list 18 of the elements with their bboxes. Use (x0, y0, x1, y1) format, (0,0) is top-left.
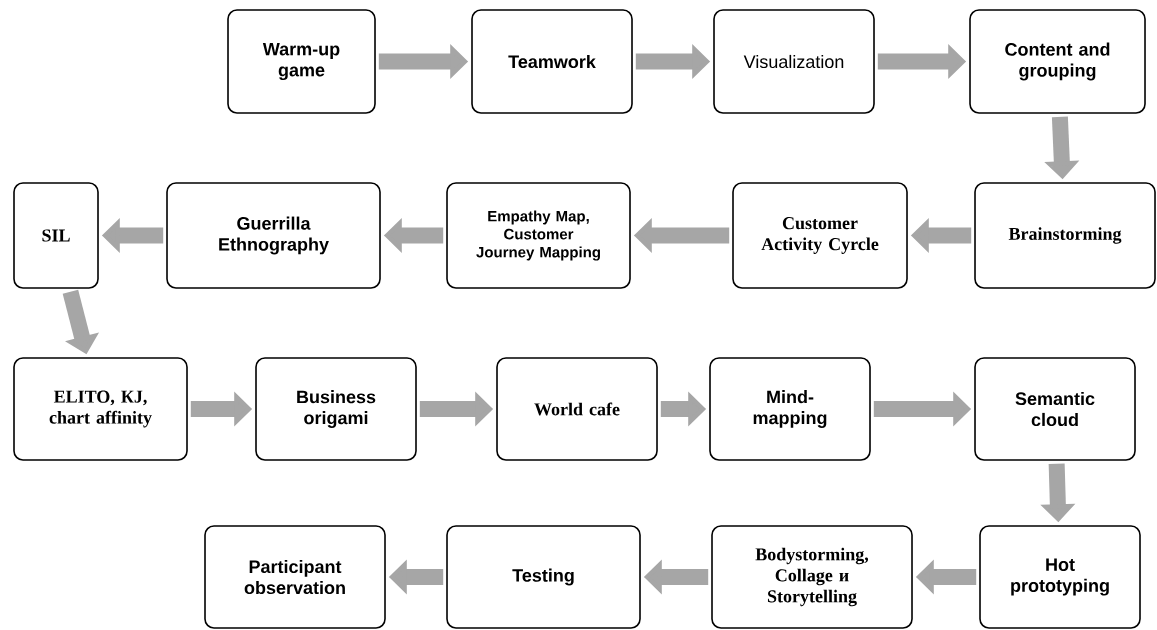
process-box: Testing (446, 525, 641, 629)
process-box: SIL (13, 182, 99, 289)
process-box: Brainstorming (974, 182, 1156, 289)
process-box: Participant observation (204, 525, 386, 629)
process-box: Hot prototyping (979, 525, 1141, 629)
process-box: Visualization (713, 9, 875, 114)
process-box: Empathy Map, Customer Journey Mapping (446, 182, 631, 289)
process-box: ELITO, КJ, chart affinity (13, 357, 188, 461)
process-box: Content and grouping (969, 9, 1146, 114)
process-box: Bodystorming, Collage и Storytelling (711, 525, 913, 629)
process-box: Warm-up game (227, 9, 376, 114)
process-box: Semantic cloud (974, 357, 1136, 461)
process-box: Teamwork (471, 9, 633, 114)
process-box: Guerrilla Ethnography (166, 182, 381, 289)
process-box: Business origami (255, 357, 417, 461)
process-box: Mind-mapping (709, 357, 871, 461)
process-box: World cafe (496, 357, 658, 461)
process-box: Customer Activity Cyrcle (732, 182, 908, 289)
